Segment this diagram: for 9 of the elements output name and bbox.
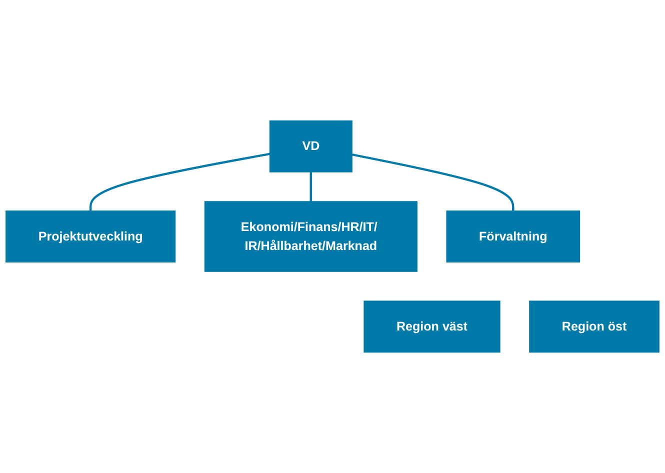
connector <box>310 172 312 202</box>
node-box: Förvaltning <box>446 210 580 262</box>
connector <box>89 152 270 211</box>
node-box: Ekonomi/Finans/HR/IT/ IR/Hållbarhet/Marknad <box>204 201 418 272</box>
node-box: VD <box>269 120 352 172</box>
connector <box>352 154 514 211</box>
node-box: Region väst <box>364 300 500 353</box>
node-box: Projektutveckling <box>6 210 176 262</box>
node-box: Region öst <box>529 300 660 353</box>
